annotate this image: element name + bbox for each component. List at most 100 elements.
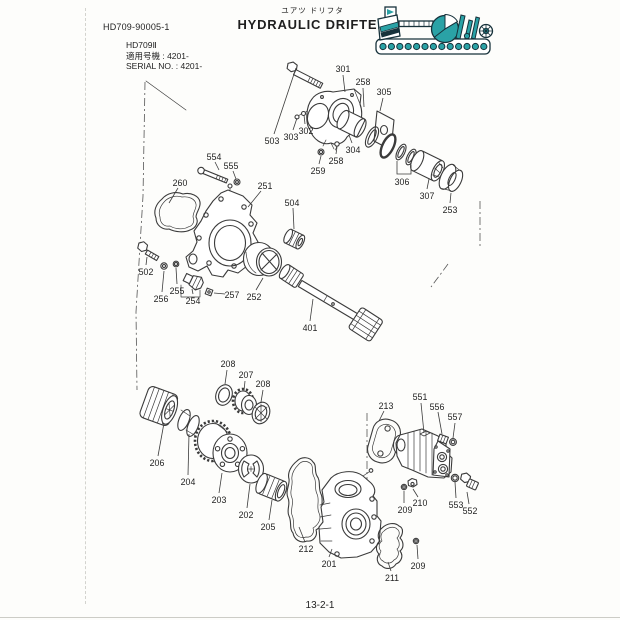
part-258-screw (334, 141, 340, 151)
part-401-shaft (278, 264, 383, 342)
part-label-303: 303 (284, 132, 299, 142)
page-number: 13-2-1 (305, 600, 335, 611)
leader-line-303 (292, 117, 298, 131)
part-label-304: 304 (346, 145, 361, 155)
leader-line-306 (396, 161, 412, 175)
leader-line-204 (187, 433, 190, 476)
page-title-japanese: ユアツ ドリフタ (281, 6, 344, 15)
scan-edge-artifact-bottom (0, 617, 620, 618)
applicable-serial-ja: 適用号機 : 4201- (126, 50, 189, 61)
leader-line-258 (335, 146, 338, 155)
part-255-ring (172, 260, 180, 268)
leader-line-552 (466, 491, 470, 505)
part-208-bearing-a (215, 384, 233, 406)
leader-line-551 (420, 402, 425, 434)
part-label-251: 251 (258, 181, 273, 191)
leader-line-213 (378, 410, 385, 422)
part-label-204: 204 (181, 477, 196, 487)
part-254-fitting (180, 272, 204, 298)
part-209-ring-a (400, 483, 408, 491)
part-504-plug (283, 228, 306, 250)
title-block: ユアツ ドリフタ HYDRAULIC DRIFTER (215, 5, 410, 32)
logo-cab (377, 6, 401, 41)
leader-line-252 (255, 277, 264, 291)
axis-centerline-left (135, 81, 146, 391)
part-label-208: 208 (221, 359, 236, 369)
part-552-plug (460, 472, 479, 491)
model-block: HD709Ⅱ 適用号機 : 4201- SERIAL NO. : 4201- (126, 40, 202, 72)
serial-number: SERIAL NO. : 4201- (126, 61, 203, 71)
part-label-203: 203 (212, 495, 227, 505)
part-label-556: 556 (430, 402, 445, 412)
part-257-screw (204, 287, 214, 297)
leader-line-304 (348, 134, 353, 144)
leader-line-553 (454, 481, 457, 499)
part-label-260: 260 (173, 178, 188, 188)
part-label-401: 401 (303, 323, 318, 333)
part-label-207: 207 (239, 370, 254, 380)
leader-line-302 (303, 114, 306, 125)
part-label-205: 205 (261, 522, 276, 532)
part-label-555: 555 (224, 161, 239, 171)
part-label-208: 208 (256, 379, 271, 389)
crawler-drill-logo-graphic (375, 6, 494, 55)
leader-line-212 (298, 526, 306, 543)
part-label-553: 553 (449, 500, 464, 510)
part-201-housing (318, 468, 382, 559)
part-label-211: 211 (385, 573, 399, 583)
leader-line-254 (191, 288, 194, 295)
leader-line-305 (379, 97, 384, 112)
leader-line-205 (268, 499, 273, 521)
leader-line-203 (218, 472, 223, 494)
part-304-sleeve (336, 109, 367, 138)
logo-track-wheels (379, 42, 488, 51)
part-label-254: 254 (186, 296, 201, 306)
part-label-551: 551 (413, 392, 428, 402)
part-556-plug (437, 433, 449, 445)
part-306-orings (395, 143, 417, 166)
part-302-303-screws (294, 110, 308, 120)
part-label-552: 552 (463, 506, 478, 516)
leader-line-255 (175, 267, 178, 285)
leader-line-307 (426, 178, 430, 190)
leader-line-257 (213, 292, 226, 295)
part-label-253: 253 (443, 205, 458, 215)
leader-line-556 (437, 411, 443, 435)
part-502-bolt (137, 241, 160, 262)
part-label-554: 554 (207, 152, 222, 162)
part-557-ring (449, 438, 457, 446)
leader-line-260 (168, 187, 179, 204)
part-label-252: 252 (247, 292, 262, 302)
part-label-557: 557 (448, 412, 463, 422)
part-203-gear (193, 419, 248, 473)
part-oring-large (379, 133, 397, 159)
part-labels-layer: 5033012583053033023042582593063072535545… (139, 64, 478, 583)
part-label-504: 504 (285, 198, 300, 208)
model-number: HD709Ⅱ (126, 40, 157, 50)
part-label-258: 258 (356, 77, 371, 87)
part-label-255: 255 (170, 286, 185, 296)
part-label-209: 209 (398, 505, 413, 515)
part-252-cap (242, 241, 283, 277)
part-212-gasket (286, 457, 325, 543)
part-label-306: 306 (395, 177, 410, 187)
part-209-ring-b (412, 537, 420, 545)
leader-line-253 (449, 192, 452, 204)
part-label-502: 502 (139, 267, 154, 277)
leader-line-202 (246, 483, 251, 509)
leader-line-258 (362, 87, 365, 108)
leader-line-557 (452, 422, 456, 439)
part-label-209: 209 (411, 561, 426, 571)
part-label-307: 307 (420, 191, 435, 201)
part-555-nut (233, 178, 241, 186)
part-label-302: 302 (299, 126, 314, 136)
part-202-plate (237, 454, 265, 484)
axis-diagonal-line (145, 80, 187, 111)
scan-edge-artifact-left (85, 8, 86, 604)
part-label-210: 210 (413, 498, 428, 508)
part-208-bearing-b (251, 401, 271, 425)
part-label-503: 503 (265, 136, 280, 146)
part-label-301: 301 (336, 64, 351, 74)
part-206-coupling (139, 386, 179, 426)
